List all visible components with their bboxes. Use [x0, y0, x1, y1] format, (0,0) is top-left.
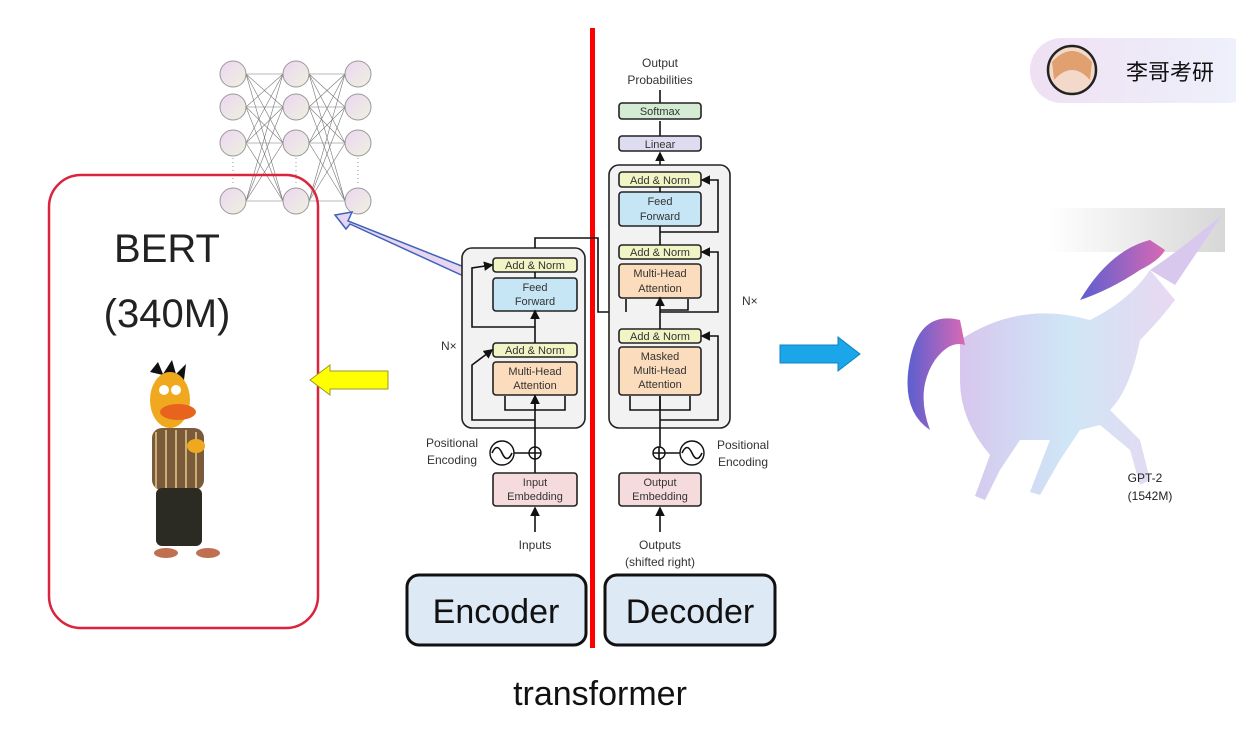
encoder-mha-l1: Multi-Head [508, 366, 561, 378]
linear-block: Linear [645, 139, 676, 151]
output-prob-l1: Output [642, 56, 679, 70]
encoder-label-box [405, 573, 588, 647]
encoder-nx-label: N× [441, 339, 457, 353]
nn-edge [245, 106, 284, 202]
encoder-stack: Add & Norm Feed Forward Add & Norm Multi… [426, 237, 626, 552]
nn-edge [245, 142, 284, 202]
decoder-mha-l2: Attention [638, 283, 681, 295]
encoder-positional-l2: Encoding [427, 453, 477, 467]
nn-edge [308, 106, 346, 202]
encoder-inputs-label: Inputs [519, 538, 552, 552]
nn-edge [308, 106, 346, 144]
output-prob-l2: Probabilities [627, 73, 692, 87]
nn-node [344, 129, 372, 157]
encoder-add-norm-1: Add & Norm [505, 345, 565, 357]
bert-box [47, 173, 320, 630]
nn-node [282, 93, 310, 121]
nn-node [219, 129, 247, 157]
nn-edge [245, 73, 284, 144]
decoder-label-box [603, 573, 777, 647]
gpt2-name: GPT-2 [1128, 471, 1163, 485]
bert-params: (340M) [104, 292, 231, 336]
nn-edge [308, 73, 346, 202]
yellow-left-arrow [309, 364, 389, 396]
decoder-positional-l1: Positional [717, 438, 769, 452]
nn-node [344, 93, 372, 121]
softmax-block: Softmax [640, 106, 681, 118]
decoder-outputs-l2: (shifted right) [625, 555, 695, 569]
decoder-add-norm-2: Add & Norm [630, 247, 690, 259]
decoder-outputs-l1: Outputs [639, 538, 681, 552]
gpt2-params: (1542M) [1128, 489, 1173, 503]
nn-edge [308, 73, 346, 108]
decoder-ff-l1: Feed [647, 196, 672, 208]
decoder-label: Decoder [626, 593, 755, 631]
nn-edge [245, 106, 284, 144]
masked-mha-l1: Masked [641, 351, 680, 363]
decoder-nx-label: N× [742, 294, 758, 308]
decoder-positional-l2: Encoding [718, 455, 768, 469]
bert-character-image [150, 360, 220, 558]
nn-node [219, 60, 247, 88]
nn-edge [245, 73, 284, 202]
encoder-add-norm-2: Add & Norm [505, 260, 565, 272]
encoder-decoder-divider [590, 28, 595, 648]
output-embedding-l1: Output [643, 477, 676, 489]
decoder-ff-l2: Forward [640, 211, 680, 223]
logo-badge: 李哥考研 [1030, 38, 1236, 103]
decoder-add-norm-1: Add & Norm [630, 331, 690, 343]
output-embedding-l2: Embedding [632, 491, 688, 503]
nn-edge [308, 73, 346, 144]
masked-mha-l3: Attention [638, 379, 681, 391]
bert-title: BERT [114, 227, 220, 271]
encoder-mha-l2: Attention [513, 380, 556, 392]
input-embedding-l2: Embedding [507, 491, 563, 503]
caption: transformer [513, 675, 687, 713]
neural-network-diagram [219, 60, 372, 215]
encoder-feed-forward-l2: Forward [515, 296, 555, 308]
nn-node [219, 187, 247, 215]
masked-mha-l2: Multi-Head [633, 365, 686, 377]
nn-node [344, 187, 372, 215]
logo-text: 李哥考研 [1126, 60, 1214, 85]
nn-node [344, 60, 372, 88]
nn-node [282, 187, 310, 215]
avatar-hair-icon [1052, 51, 1092, 80]
decoder-stack: Output Probabilities Softmax Linear Add … [608, 56, 769, 569]
encoder-feed-forward-l1: Feed [522, 282, 547, 294]
encoder-positional-l1: Positional [426, 436, 478, 450]
blue-right-arrow [779, 335, 861, 373]
nn-node [282, 60, 310, 88]
input-embedding-l1: Input [523, 477, 547, 489]
decoder-mha-l1: Multi-Head [633, 268, 686, 280]
encoder-label: Encoder [433, 593, 560, 631]
nn-node [219, 93, 247, 121]
decoder-add-norm-3: Add & Norm [630, 175, 690, 187]
nn-edge [245, 73, 284, 108]
unicorn-image [907, 208, 1225, 500]
nn-node [282, 129, 310, 157]
